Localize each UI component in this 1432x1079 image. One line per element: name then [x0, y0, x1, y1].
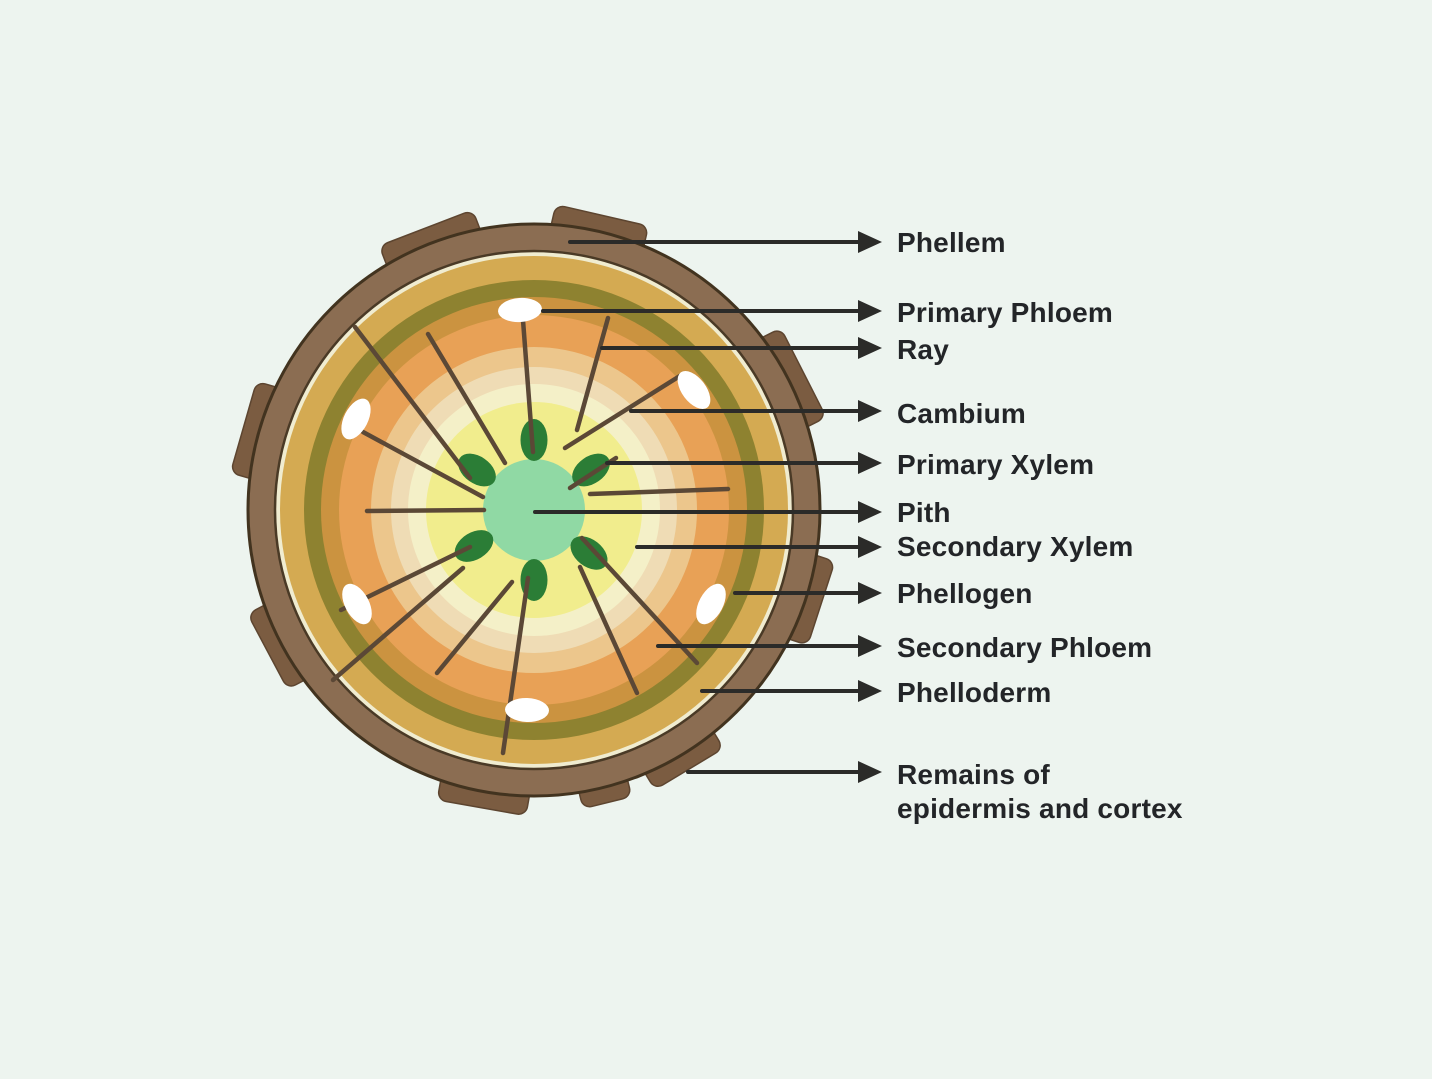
label-phellogen: Phellogen [897, 578, 1033, 609]
label-cambium: Cambium [897, 398, 1026, 429]
label-phelloderm: Phelloderm [897, 677, 1052, 708]
label-pointers [533, 231, 882, 783]
pointer-primary-xylem [605, 452, 882, 474]
ray-line [434, 579, 515, 676]
pointer-primary-phloem [541, 300, 882, 322]
primary-phloem-patch [341, 398, 371, 440]
primary-xylem-bundle [454, 530, 494, 562]
ray-line [364, 507, 487, 514]
label-remains-of-epidermis-and-cortex: Remains of epidermis and cortex [897, 759, 1183, 824]
label-primary-phloem: Primary Phloem [897, 297, 1113, 328]
primary-phloem-patches [341, 297, 726, 723]
pointer-secondary-phloem [656, 635, 882, 657]
pith-circle [483, 459, 585, 561]
pointer-phellogen [733, 582, 882, 604]
label-ray: Ray [897, 334, 949, 365]
label-pith: Pith [897, 497, 951, 528]
ray-line [579, 535, 700, 666]
primary-phloem-patch [505, 697, 549, 723]
primary-phloem-patch [696, 583, 726, 625]
pointer-secondary-xylem [635, 536, 882, 558]
primary-xylem-bundle [570, 536, 608, 570]
ray-line [519, 304, 536, 455]
ray-line [574, 315, 611, 433]
ray-line [562, 371, 686, 451]
ray-line [500, 575, 531, 756]
ray-line [577, 564, 640, 696]
label-secondary-phloem: Secondary Phloem [897, 632, 1153, 663]
ray-line [587, 486, 731, 497]
label-phellem: Phellem [897, 227, 1006, 258]
primary-phloem-patch [498, 297, 542, 323]
label-secondary-xylem: Secondary Xylem [897, 531, 1134, 562]
label-primary-xylem: Primary Xylem [897, 449, 1095, 480]
ray-line [352, 324, 473, 481]
primary-phloem-patch [342, 583, 372, 625]
ray-line [425, 331, 508, 466]
pointer-pith [533, 501, 882, 523]
pointer-phellem [568, 231, 882, 253]
pointer-ray [600, 337, 882, 359]
pointer-cambium [629, 400, 882, 422]
ray-line [330, 565, 466, 683]
pointer-phelloderm [700, 680, 882, 702]
primary-phloem-patch [677, 371, 711, 409]
ray-line [360, 429, 486, 500]
pointer-remains-of-epidermis [686, 761, 882, 783]
